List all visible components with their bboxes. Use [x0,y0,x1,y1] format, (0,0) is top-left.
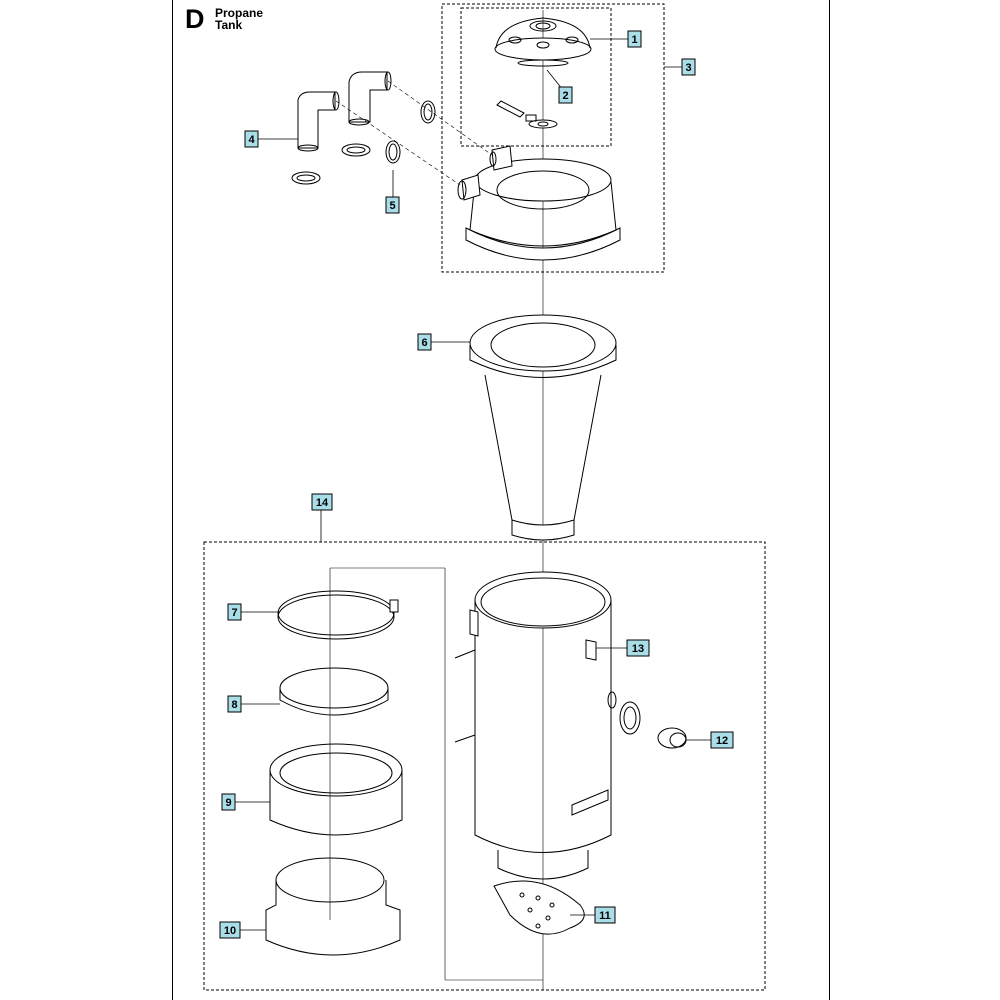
svg-text:13: 13 [632,643,644,655]
callout-13: 13 [626,639,650,657]
callout-4: 4 [244,130,259,148]
callout-14: 14 [311,493,333,511]
callout-2: 2 [558,86,573,104]
svg-text:14: 14 [316,497,329,509]
part-5-rings [385,100,436,164]
leader-lines [235,38,711,981]
group-box-lower-assembly [203,541,766,991]
svg-text:8: 8 [231,699,237,711]
callout-12: 12 [710,731,734,749]
svg-text:2: 2 [562,90,568,102]
callout-1: 1 [627,30,642,48]
svg-text:7: 7 [231,607,237,619]
section-letter: D [185,4,205,34]
section-title-line1: Propane [215,6,264,20]
svg-text:4: 4 [248,134,255,146]
callout-3: 3 [681,58,696,76]
callout-9: 9 [221,793,236,811]
callout-8: 8 [227,695,242,713]
part-8-ring [279,667,389,716]
svg-text:9: 9 [225,797,231,809]
callout-6: 6 [417,333,432,351]
part-7-clamp [277,590,399,640]
svg-text:1: 1 [631,34,637,46]
callout-10: 10 [219,921,241,939]
part-2-valve [496,100,558,129]
part-11-plate [493,880,585,935]
callout-11: 11 [594,906,616,924]
part-1-top-cap [494,17,592,67]
page-frame [172,0,830,1000]
section-title-line2: Tank [215,18,243,32]
svg-text:11: 11 [599,910,611,922]
svg-text:12: 12 [716,735,728,747]
part-4-elbows [291,71,493,186]
callout-5: 5 [385,196,400,214]
section-title: Propane Tank [215,7,263,31]
part-10-base [265,857,401,956]
svg-text:6: 6 [421,337,427,349]
part-9-collar [269,743,403,836]
part-3-lid [457,145,621,261]
callout-7: 7 [227,603,242,621]
svg-text:10: 10 [224,925,236,937]
main-cylinder [454,571,617,880]
group-box-top-parts [460,7,612,147]
svg-text:5: 5 [389,200,395,212]
part-12-fitting [619,701,687,749]
svg-text:3: 3 [685,62,691,74]
part-6-cone [469,314,617,541]
group-box-lid-assembly [441,3,665,273]
